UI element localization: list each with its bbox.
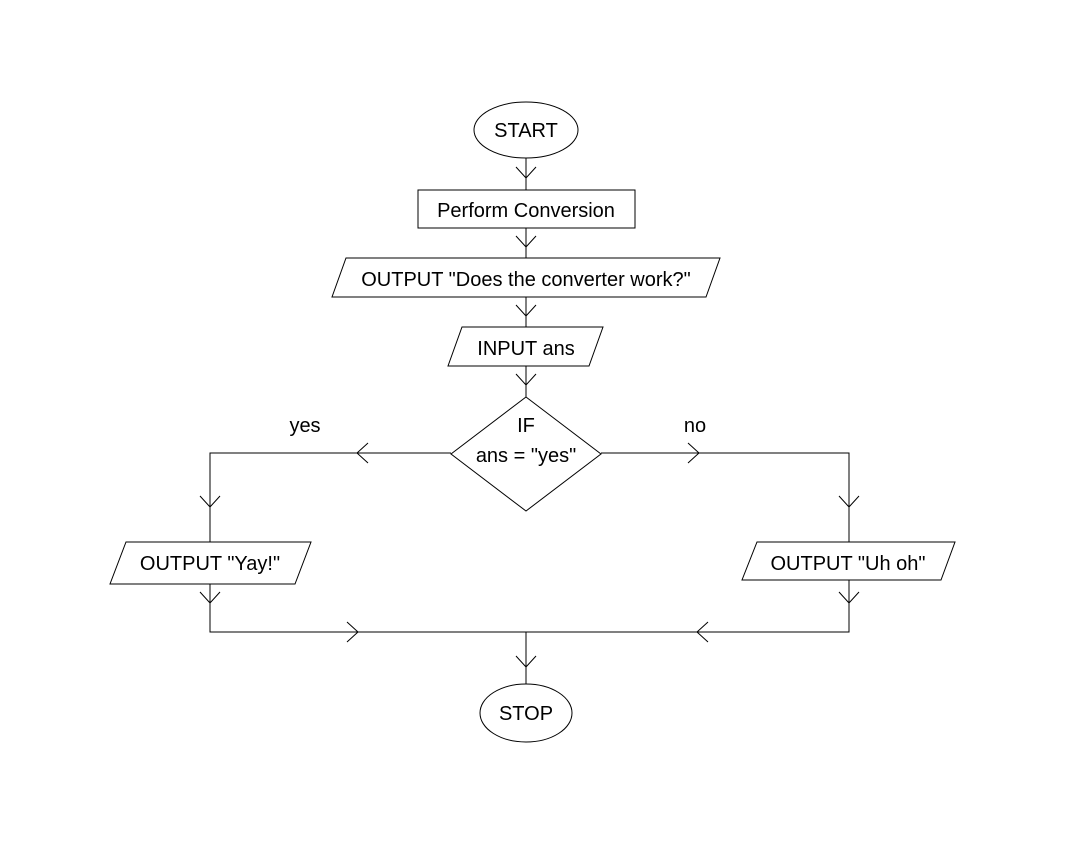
input-ans-label: INPUT ans	[477, 338, 574, 360]
branch-no-label: no	[684, 415, 706, 437]
arrow-down-icon	[515, 373, 537, 386]
decision-condition-label: ans = "yes"	[476, 445, 576, 467]
stop-terminator: STOP	[479, 683, 573, 743]
perform-conversion-process: Perform Conversion	[417, 189, 636, 229]
arrow-down-icon	[199, 495, 221, 508]
decision-diamond: IF ans = "yes"	[450, 396, 602, 512]
connector-merge	[209, 580, 850, 633]
arrow-down-icon	[838, 495, 860, 508]
arrow-down-icon	[199, 591, 221, 604]
input-ans-io: INPUT ans	[447, 326, 604, 367]
start-terminator: START	[473, 101, 579, 159]
arrow-left-icon	[356, 442, 369, 464]
output-yay-label: OUTPUT "Yay!"	[140, 553, 280, 575]
output-question-io: OUTPUT "Does the converter work?"	[331, 257, 721, 298]
arrow-right-icon	[346, 621, 359, 643]
arrow-right-icon	[687, 442, 700, 464]
arrow-down-icon	[515, 655, 537, 668]
connectors	[209, 158, 850, 684]
decision-if-label: IF	[517, 415, 535, 437]
branch-yes-label: yes	[289, 415, 320, 437]
arrowheads	[199, 166, 860, 668]
arrow-left-icon	[696, 621, 709, 643]
output-question-label: OUTPUT "Does the converter work?"	[361, 269, 691, 291]
output-yay-io: OUTPUT "Yay!"	[109, 541, 312, 585]
arrow-down-icon	[838, 591, 860, 604]
perform-conversion-label: Perform Conversion	[437, 200, 615, 222]
start-label: START	[494, 120, 558, 142]
arrow-down-icon	[515, 304, 537, 317]
connector-no-branch	[601, 452, 850, 542]
output-uhoh-label: OUTPUT "Uh oh"	[771, 553, 926, 575]
arrow-down-icon	[515, 235, 537, 248]
arrow-down-icon	[515, 166, 537, 179]
stop-label: STOP	[499, 703, 553, 725]
connector-yes-branch	[209, 452, 451, 542]
output-uhoh-io: OUTPUT "Uh oh"	[741, 541, 956, 581]
